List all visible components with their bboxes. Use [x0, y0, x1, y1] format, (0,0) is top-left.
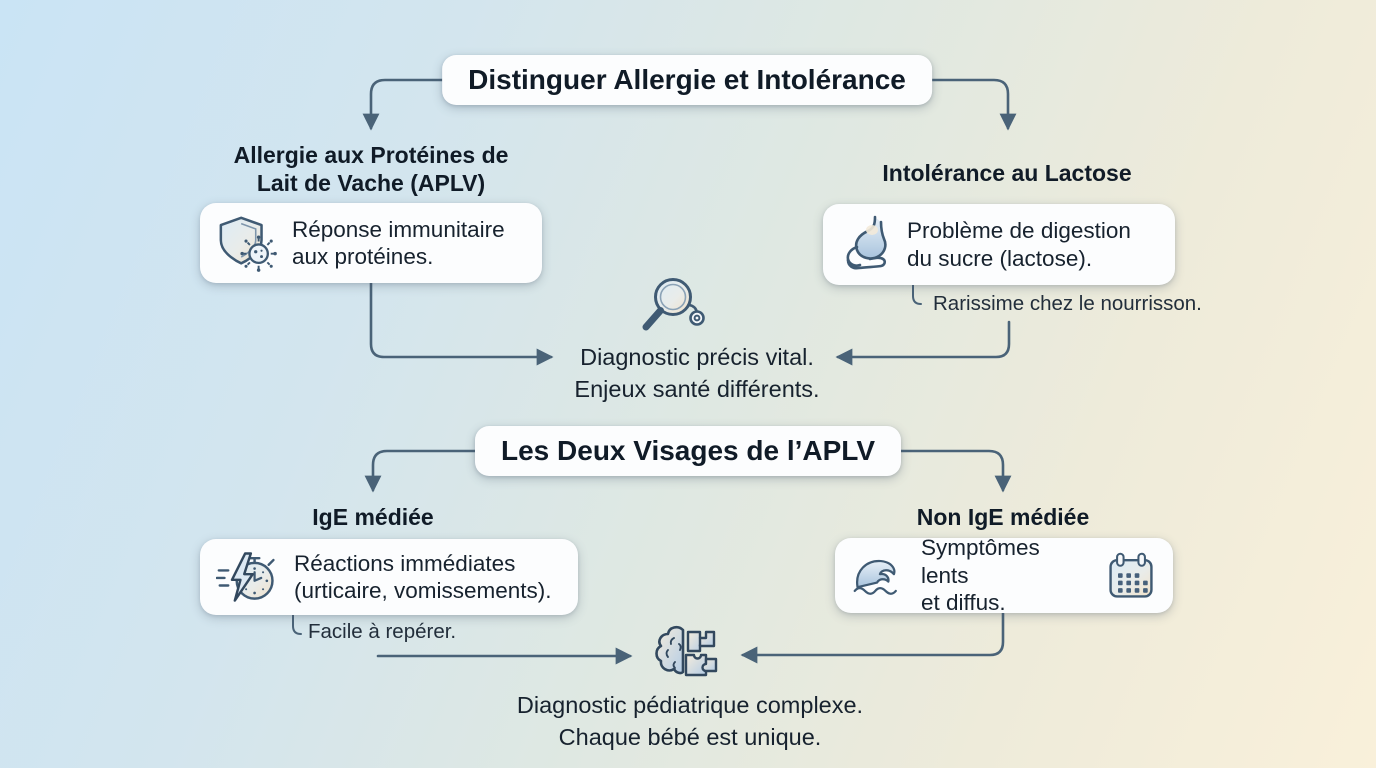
section1-right-heading: Intolérance au Lactose: [882, 160, 1131, 188]
stomach-icon: [839, 214, 893, 276]
card-text-line: Problème de digestion: [907, 218, 1131, 244]
section1-left-card: Réponse immunitaire aux protéines.: [200, 203, 542, 283]
section1-convergence-text: Diagnostic précis vital. Enjeux santé di…: [574, 342, 819, 405]
arrow-rightcard-to-center2: [740, 610, 1005, 664]
section2-title-label: Les Deux Visages de l’APLV: [500, 435, 876, 466]
section2-left-card: Réactions immédiates (urticaire, vomisse…: [200, 539, 578, 615]
heading-line: IgE médiée: [312, 504, 434, 530]
card-text-line: (urticaire, vomissements).: [294, 578, 552, 603]
note-text: Facile à repérer.: [308, 620, 457, 643]
card-text-line: aux protéines.: [292, 244, 434, 269]
note-text: Rarissime chez le nourrisson.: [933, 292, 1202, 315]
center-text-line: Chaque bébé est unique.: [558, 723, 822, 750]
brain-puzzle-icon: [648, 620, 720, 688]
section2-left-note: Facile à repérer.: [308, 620, 456, 644]
calendar-icon: [1105, 550, 1157, 602]
section1-right-card-text: Problème de digestion du sucre (lactose)…: [907, 217, 1131, 272]
section1-title: Distinguer Allergie et Intolérance: [442, 55, 932, 105]
heading-line: Allergie aux Protéines de: [233, 142, 509, 168]
card-text-line: et diffus.: [921, 590, 1006, 616]
center-text-line: Diagnostic pédiatrique complexe.: [516, 692, 864, 718]
card-text-line: Réactions immédiates: [294, 550, 516, 576]
heading-line: Intolérance au Lactose: [882, 160, 1132, 186]
center-text-line: Diagnostic précis vital.: [580, 344, 814, 370]
section2-right-card-text: Symptômes lents et diffus.: [921, 534, 1091, 616]
section2-title: Les Deux Visages de l’APLV: [474, 426, 902, 476]
heading-line: Non IgE médiée: [916, 504, 1090, 530]
arrow-title2-to-left: [364, 449, 491, 493]
card-text-line: Réponse immunitaire: [292, 216, 505, 242]
arrow-title2-to-right: [886, 449, 1012, 493]
arrow-rightnote-to-center1: [835, 320, 1011, 366]
shield-virus-icon: [216, 213, 278, 273]
section1-left-heading: Allergie aux Protéines de Lait de Vache …: [234, 142, 509, 197]
center-text-line: Enjeux santé différents.: [574, 375, 820, 402]
section2-left-card-text: Réactions immédiates (urticaire, vomisse…: [294, 550, 552, 605]
elbow-leftcard-to-note: [292, 613, 302, 635]
heading-line: Lait de Vache (APLV): [256, 169, 486, 196]
section2-right-heading: Non IgE médiée: [917, 504, 1090, 532]
section1-right-card: Problème de digestion du sucre (lactose)…: [823, 204, 1175, 285]
card-text-line: du sucre (lactose).: [907, 245, 1093, 271]
arrow-title1-to-left: [362, 78, 454, 131]
section1-right-note: Rarissime chez le nourrisson.: [933, 292, 1202, 316]
section2-right-card: Symptômes lents et diffus.: [835, 535, 1173, 615]
wave-icon: [851, 553, 907, 599]
arrow-title1-to-right: [919, 78, 1017, 131]
section1-title-label: Distinguer Allergie et Intolérance: [468, 64, 906, 95]
card-text-line: Symptômes lents: [921, 535, 1040, 588]
elbow-rightcard-to-note: [912, 284, 922, 305]
magnifier-icon: [633, 272, 711, 338]
section1-left-card-text: Réponse immunitaire aux protéines.: [292, 216, 505, 271]
arrow-leftcard-to-center1: [369, 281, 554, 366]
lightning-stopwatch-icon: [216, 547, 280, 607]
section2-convergence-text: Diagnostic pédiatrique complexe. Chaque …: [517, 690, 863, 753]
section2-left-heading: IgE médiée: [312, 504, 433, 532]
